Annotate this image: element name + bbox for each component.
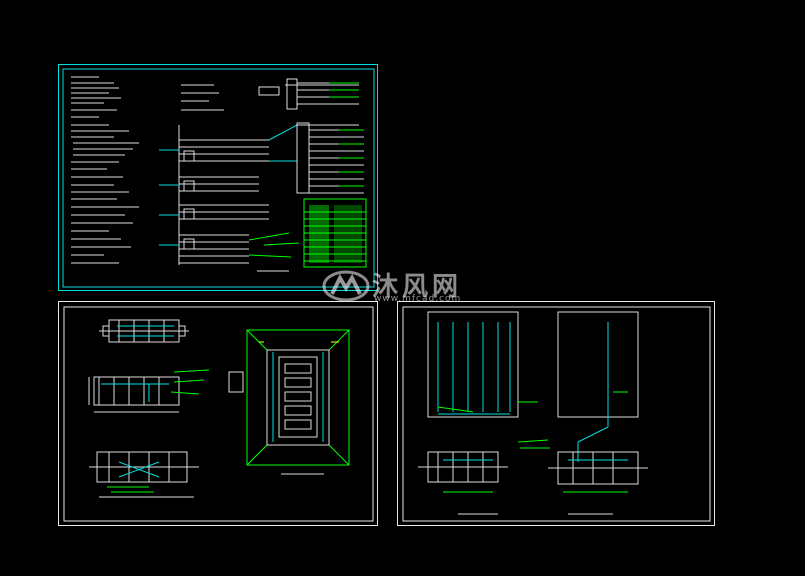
drawing-sheet-plans[interactable] bbox=[58, 301, 378, 526]
system-diagram-drawing bbox=[62, 68, 375, 288]
watermark-brand: 沐风网 bbox=[372, 272, 463, 302]
section-drawing bbox=[402, 306, 711, 522]
drawing-sheet-sections[interactable] bbox=[397, 301, 715, 526]
watermark-url: www.mfcad.com bbox=[374, 294, 462, 304]
watermark: 沐风网 www.mfcad.com bbox=[322, 266, 492, 306]
floor-plan-drawing bbox=[63, 306, 374, 522]
drawing-sheet-system[interactable] bbox=[58, 64, 378, 291]
mf-logo-icon bbox=[322, 270, 370, 302]
